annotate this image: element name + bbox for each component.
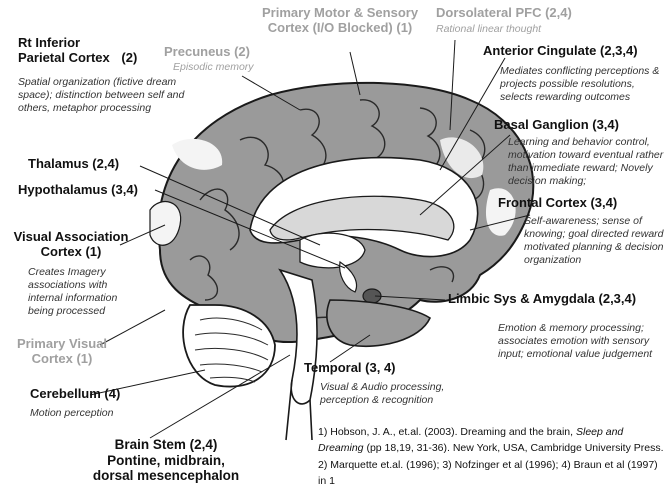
primary-visual-title: Primary Visual Cortex (1): [12, 337, 112, 367]
limbic-amygdala-title: Limbic Sys & Amygdala (2,3,4): [448, 292, 636, 307]
anterior-cingulate-desc: Mediates conflicting perceptions & proje…: [500, 65, 668, 104]
rt-inferior-parietal-title-line1: Rt Inferior: [18, 35, 80, 50]
brain-stem-line1: Brain Stem (2,4): [115, 437, 218, 452]
basal-ganglion-desc: Learning and behavior control, motivatio…: [508, 136, 668, 189]
frontal-cortex-desc: Self-awareness; sense of knowing; goal d…: [524, 215, 668, 268]
anterior-cingulate-title: Anterior Cingulate (2,3,4): [483, 44, 638, 59]
cerebellum-desc: Motion perception: [30, 407, 113, 420]
limbic-amygdala-desc: Emotion & memory processing; associates …: [498, 322, 668, 361]
thalamus-title: Thalamus (2,4): [28, 157, 119, 172]
visual-association-desc: Creates Imagery associations with intern…: [28, 266, 140, 319]
visual-association-line1: Visual Association: [14, 229, 129, 244]
rt-inferior-parietal-title: Rt Inferior Parietal Cortex (2): [18, 36, 137, 66]
dorsolateral-pfc-title: Dorsolateral PFC (2,4): [436, 6, 572, 21]
references-part1: 1) Hobson, J. A., et.al. (2003). Dreamin…: [318, 426, 576, 438]
references-text: 1) Hobson, J. A., et.al. (2003). Dreamin…: [318, 424, 666, 489]
rt-inferior-parietal-desc: Spatial organization (fictive dream spac…: [18, 76, 193, 115]
frontal-cortex-title: Frontal Cortex (3,4): [498, 196, 617, 211]
precuneus-desc: Episodic memory: [173, 61, 254, 74]
brain-stem-line3: dorsal mesencephalon: [93, 468, 239, 483]
precuneus-title: Precuneus (2): [164, 45, 250, 60]
references-part2: (pp 18,19, 31-36). New York, USA, Cambri…: [318, 442, 664, 487]
primary-motor-sensory-title: Primary Motor & Sensory Cortex (I/O Bloc…: [262, 6, 418, 36]
rt-inferior-parietal-refs: (2): [121, 50, 137, 65]
temporal-title: Temporal (3, 4): [304, 361, 396, 376]
brain-stem-line2: Pontine, midbrain,: [107, 453, 225, 468]
basal-ganglion-title: Basal Ganglion (3,4): [494, 118, 619, 133]
cerebellum-title: Cerebellum (4): [30, 387, 120, 402]
visual-association-title: Visual Association Cortex (1): [8, 230, 134, 260]
primary-motor-sensory-line2: Cortex (I/O Blocked) (1): [268, 20, 412, 35]
primary-motor-sensory-line1: Primary Motor & Sensory: [262, 5, 418, 20]
primary-visual-line1: Primary Visual: [17, 336, 107, 351]
visual-association-line2: Cortex (1): [41, 244, 102, 259]
hypothalamus-title: Hypothalamus (3,4): [18, 183, 138, 198]
temporal-lobe: [327, 300, 430, 346]
rt-inferior-parietal-title-line2: Parietal Cortex: [18, 50, 110, 65]
dorsolateral-pfc-desc: Rational linear thought: [436, 23, 541, 36]
primary-visual-line2: Cortex (1): [32, 351, 93, 366]
brain-stem-title: Brain Stem (2,4) Pontine, midbrain, dors…: [86, 437, 246, 484]
temporal-desc: Visual & Audio processing, perception & …: [320, 381, 470, 407]
